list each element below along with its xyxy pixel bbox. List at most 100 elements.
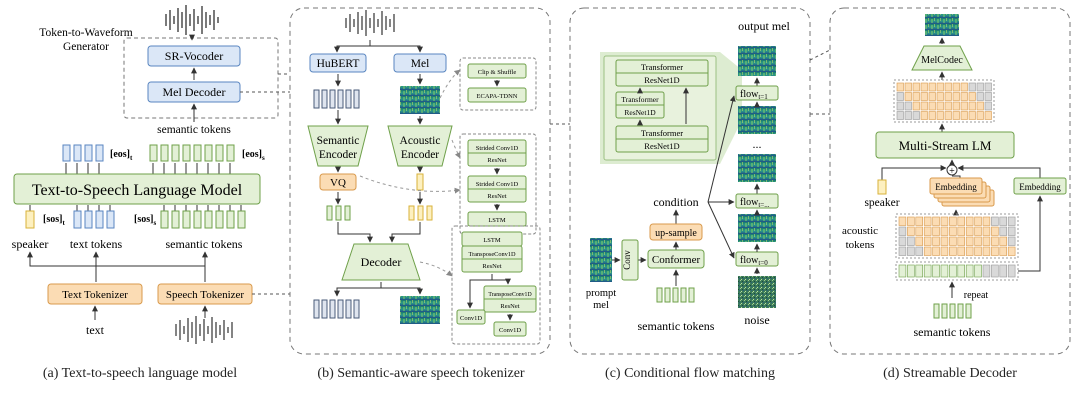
mel-step-image-1 (738, 106, 776, 134)
speaker-embedding-d (877, 179, 887, 195)
decoder-box[interactable] (341, 243, 421, 281)
token-cell (932, 264, 940, 278)
token-cell (965, 226, 974, 236)
token-cell (982, 264, 991, 278)
vq-box[interactable] (319, 173, 357, 191)
token-cell (952, 92, 960, 101)
token-cell (991, 246, 999, 256)
token-cell (949, 264, 957, 278)
upsample-box[interactable] (649, 223, 703, 241)
token-cell (912, 92, 920, 101)
mel-step-image-2 (738, 154, 776, 182)
semantic-encoder-box[interactable] (307, 125, 369, 167)
token-cell (991, 216, 999, 226)
resnet-top-label: ResNet1D (644, 75, 679, 85)
token-cell (940, 264, 949, 278)
token-cell (960, 82, 968, 92)
token-cell (1007, 216, 1016, 226)
conformer-box[interactable] (647, 249, 705, 269)
acoustic-encoder-box[interactable] (387, 125, 453, 167)
token-cell (944, 101, 952, 111)
upsample-label: up-sample (655, 228, 697, 239)
output-text-tokens (62, 144, 104, 162)
token-cell (965, 246, 974, 256)
token-cell (999, 216, 1007, 226)
panel-a: Token-to-Waveform Generator SR-Vocoder M… (12, 5, 290, 344)
transformer-top-label: Transformer (641, 62, 683, 72)
token-cell (904, 82, 912, 92)
token-cell (968, 101, 976, 111)
token-cell (991, 236, 999, 246)
hubert-label: HuBERT (317, 58, 360, 70)
token-cell (923, 246, 932, 256)
token-cell (965, 264, 974, 278)
token-cell (936, 101, 944, 111)
token-cell (982, 236, 991, 246)
conv1d-right-label: Conv1D (499, 327, 521, 334)
token-cell (944, 111, 952, 120)
token-cell (999, 246, 1007, 256)
semantic-embedding-box[interactable] (1013, 177, 1067, 195)
token-cell (912, 82, 920, 92)
token-cell (991, 226, 999, 236)
token-cell (940, 216, 949, 226)
acoustic-codes (408, 205, 433, 221)
token-cell (949, 246, 957, 256)
melcodec-box[interactable] (911, 45, 973, 71)
panel-d-semantic-tokens-label: semantic tokens (914, 325, 991, 339)
mel-step-image-3 (738, 214, 776, 242)
token-cell (915, 246, 923, 256)
output-token-grid (893, 79, 995, 123)
token-cell (923, 236, 932, 246)
token-cell (915, 226, 923, 236)
hubert-features (313, 89, 360, 109)
acoustic-embedding-box[interactable] (929, 177, 983, 195)
resnet-2-label: ResNet (487, 193, 506, 200)
transformer-bot-label: Transformer (641, 128, 683, 138)
token-cell (991, 264, 999, 278)
speaker-embedding (25, 210, 35, 229)
conv-box[interactable] (621, 239, 639, 281)
token-cell (915, 216, 923, 226)
decoder-detail: LSTM TransposeConv1D ResNet TransposeCon… (451, 225, 541, 345)
tts-language-model-box[interactable] (13, 173, 261, 205)
panel-c-dashed-border (569, 7, 811, 355)
token-cell (904, 111, 912, 120)
panel-c-semantic-tokens-label: semantic tokens (638, 319, 715, 333)
multistream-lm-box[interactable] (875, 131, 1015, 159)
hubert-box[interactable] (309, 53, 367, 73)
mel-spectrogram-image (400, 86, 440, 114)
sr-vocoder-label: SR-Vocoder (165, 49, 223, 63)
token-cell (974, 246, 982, 256)
flow-t1-box[interactable] (735, 85, 779, 101)
token-cell (944, 92, 952, 101)
token-cell (968, 111, 976, 120)
flow-tdots-box[interactable] (735, 193, 779, 209)
token-cell (940, 226, 949, 236)
speech-tokenizer-label: Speech Tokenizer (166, 289, 244, 301)
token-cell (907, 236, 915, 246)
caption-d: (d) Streamable Decoder (883, 366, 1017, 381)
panel-c: output mel Transformer ResNet1D Transfor… (550, 7, 831, 355)
token-cell (982, 226, 991, 236)
token-cell (896, 82, 904, 92)
prompt-mel-image (590, 238, 612, 282)
mel-box[interactable] (393, 53, 447, 73)
output-mel-image (738, 46, 776, 76)
token-cell (976, 82, 984, 92)
token-cell (907, 216, 915, 226)
token-cell (896, 111, 904, 120)
token-cell (976, 92, 984, 101)
flow-t0-label: flowt=0 (740, 255, 768, 267)
semantic-encoder-label-2: Encoder (319, 149, 357, 161)
token-cell (957, 264, 965, 278)
generator-title-line2: Generator (63, 41, 109, 53)
text-tokenizer-box[interactable] (47, 283, 143, 305)
token-cell (898, 236, 907, 246)
token-cell (968, 92, 976, 101)
sr-vocoder-box[interactable] (147, 45, 241, 67)
token-cell (898, 216, 907, 226)
caption-b: (b) Semantic-aware speech tokenizer (317, 366, 525, 381)
token-cell (915, 264, 923, 278)
repeat-label: repeat (964, 290, 989, 301)
